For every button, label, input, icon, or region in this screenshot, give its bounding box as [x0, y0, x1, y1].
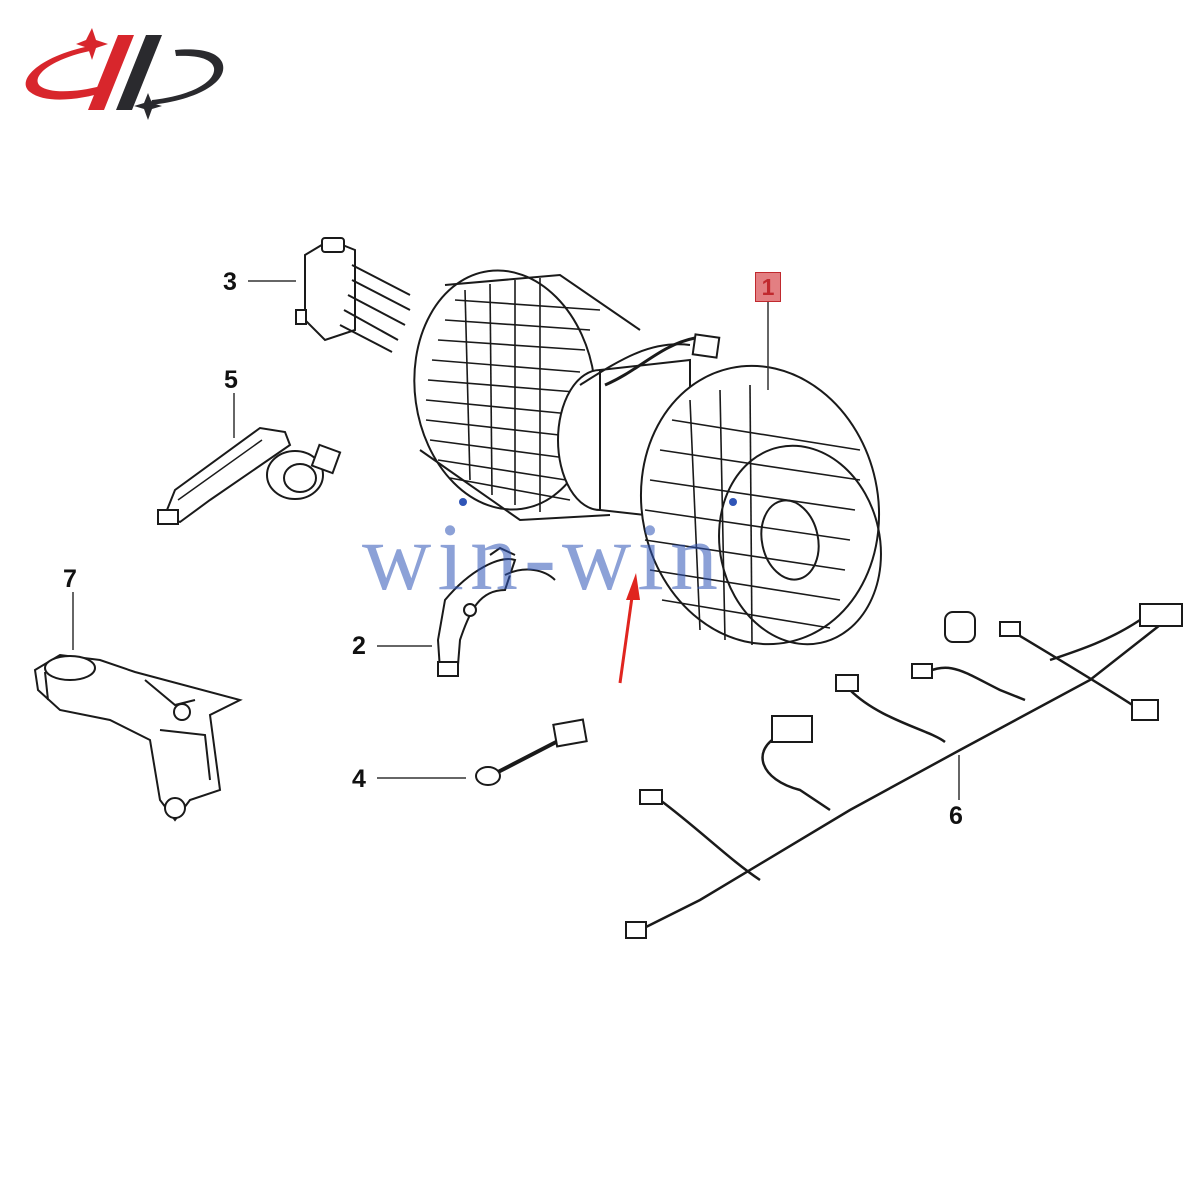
- watermark-text: win-win: [362, 503, 724, 610]
- callout-3: 3: [223, 268, 237, 296]
- callout-4: 4: [352, 765, 366, 793]
- callout-7: 7: [63, 565, 77, 593]
- resistor-connector-drawing: [295, 237, 411, 353]
- wiring-harness-drawing: [625, 603, 1183, 939]
- watermark-dot-icon: [459, 498, 467, 506]
- callout-1-highlighted: 1: [755, 272, 781, 302]
- watermark-dot-icon: [729, 498, 737, 506]
- callout-2: 2: [352, 632, 366, 660]
- harness-connectors: [625, 603, 1183, 939]
- right-wheel-blades: [644, 384, 861, 646]
- win-win-logo: [25, 28, 224, 120]
- flap-housing-drawing: [33, 653, 243, 822]
- clamp-bracket-drawing: [436, 546, 556, 677]
- blower-motor-fan-drawing: [413, 269, 882, 646]
- left-wheel-blades: [425, 278, 601, 512]
- sensor-probe-drawing: [475, 718, 588, 786]
- callout-5: 5: [224, 366, 238, 394]
- callout-6: 6: [949, 802, 963, 830]
- red-arrow-icon: [618, 573, 640, 684]
- actuator-motor-drawing: [157, 426, 342, 525]
